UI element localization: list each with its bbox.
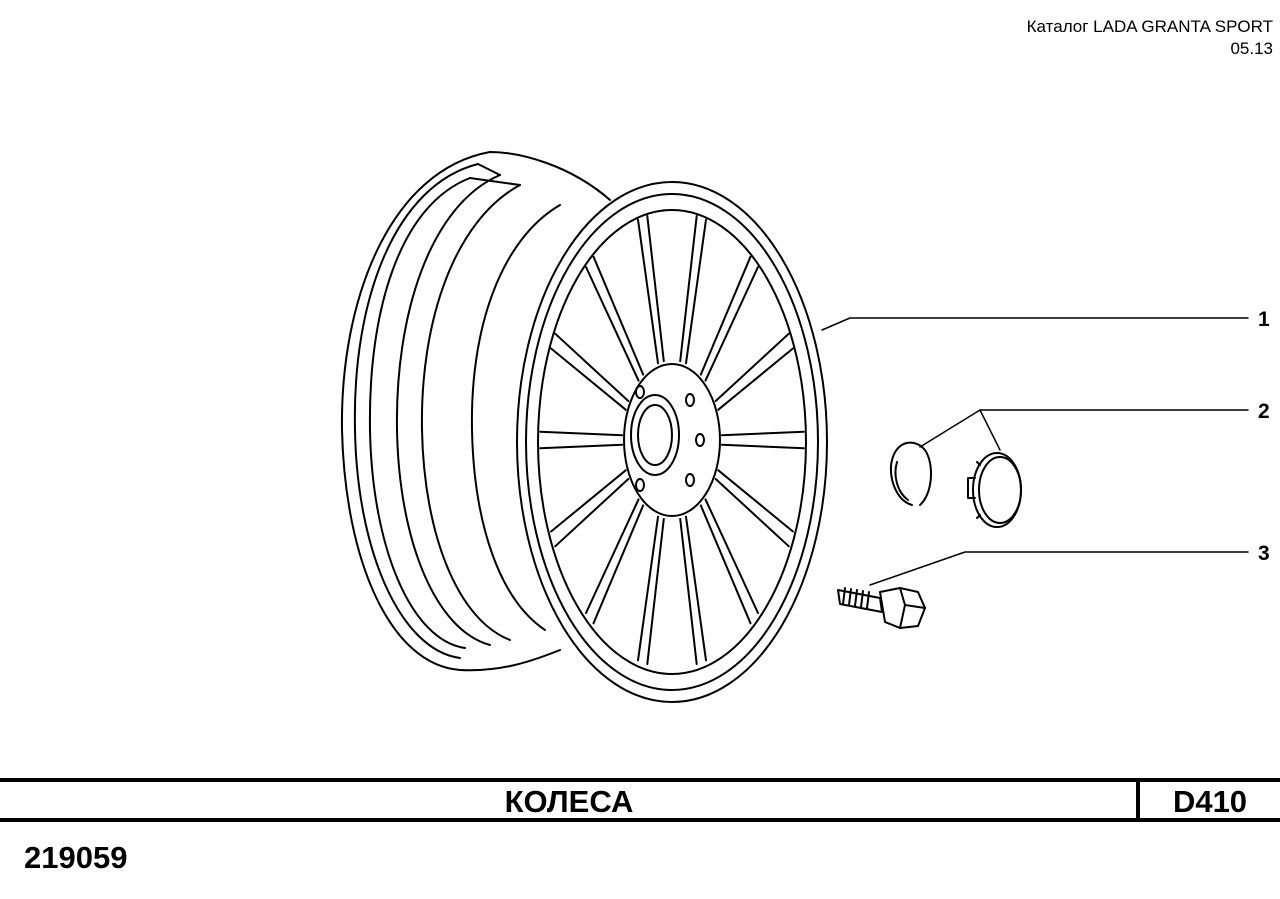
callout-number-3: 3 <box>1258 542 1270 565</box>
wheel-bolt <box>837 587 926 629</box>
spoke-edge-1-0 <box>717 469 794 533</box>
spoke-edge-3-1 <box>679 517 698 665</box>
spoke-edge-2-0 <box>704 498 759 614</box>
wheel-spokes <box>539 215 805 665</box>
spoke-edge-6-0 <box>554 478 630 548</box>
wheel-hub <box>623 363 721 517</box>
section-code: D410 <box>1172 784 1248 819</box>
spoke-edge-5-1 <box>585 498 640 614</box>
spoke-edge-7-1 <box>539 430 624 437</box>
catalog-header: Каталог LADA GRANTA SPORT 05.13 <box>1027 16 1273 60</box>
spoke-edge-9-0 <box>585 266 640 382</box>
spoke-edge-13-0 <box>714 332 790 402</box>
spoke-edge-4-1 <box>637 515 659 662</box>
spoke-edge-7-0 <box>539 443 624 450</box>
spoke-edge-4-0 <box>646 517 665 665</box>
spoke-edge-10-0 <box>637 218 659 365</box>
hub-cap <box>967 452 1022 528</box>
wheel-rim-barrel <box>340 151 611 672</box>
title-block-divider <box>1136 782 1140 818</box>
callout-number-2: 2 <box>1258 400 1270 423</box>
section-title: КОЛЕСА <box>504 784 634 819</box>
retaining-ring <box>890 441 932 506</box>
wheel-assembly-drawing <box>340 151 1249 703</box>
spoke-edge-6-1 <box>550 469 627 533</box>
spoke-edge-12-0 <box>699 255 752 376</box>
spoke-edge-0-0 <box>720 430 805 437</box>
spoke-edge-11-1 <box>685 218 707 365</box>
spoke-edge-2-1 <box>699 504 752 625</box>
spoke-edge-8-0 <box>550 347 627 411</box>
spoke-edge-5-0 <box>592 504 645 625</box>
spoke-edge-3-0 <box>685 515 707 662</box>
spoke-edge-11-0 <box>679 215 698 363</box>
spoke-edge-9-1 <box>592 255 645 376</box>
document-number: 219059 <box>24 840 128 875</box>
callout-leaders <box>821 317 1249 586</box>
callout-number-1: 1 <box>1258 308 1270 331</box>
title-block: КОЛЕСА D410 <box>0 778 1280 822</box>
wheel-face <box>516 181 828 703</box>
spoke-edge-0-1 <box>720 443 805 450</box>
catalog-edition: 05.13 <box>1230 39 1273 58</box>
spoke-edge-12-1 <box>704 266 759 382</box>
spoke-edge-10-1 <box>646 215 665 363</box>
spoke-edge-1-1 <box>714 478 790 548</box>
catalog-title: Каталог LADA GRANTA SPORT <box>1026 17 1273 36</box>
spoke-edge-8-1 <box>554 332 630 402</box>
spoke-edge-13-1 <box>717 347 794 411</box>
